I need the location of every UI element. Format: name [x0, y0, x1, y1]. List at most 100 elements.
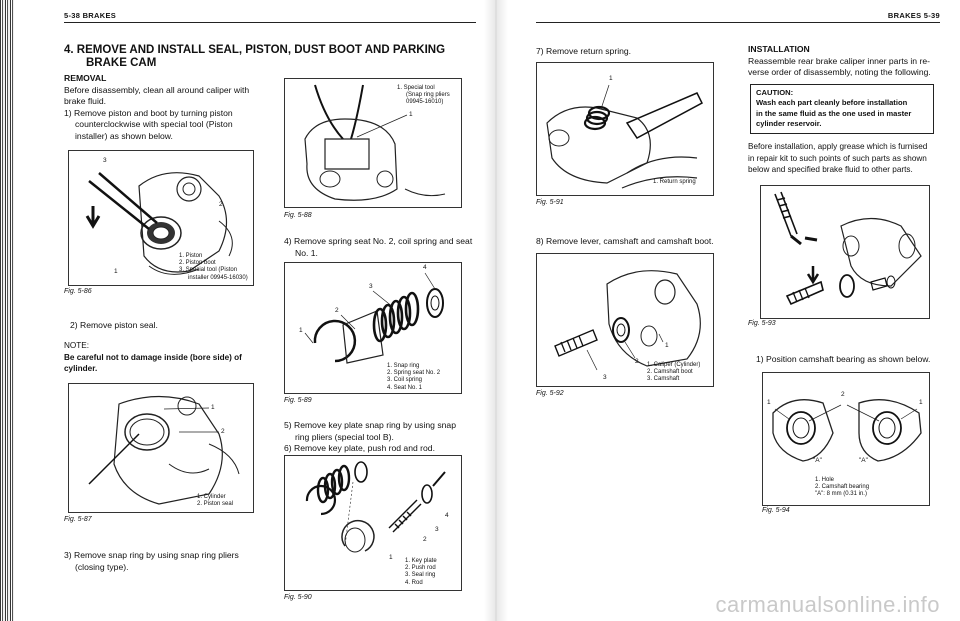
legend-item: 3. Seal ring: [405, 572, 436, 579]
note-line: Be careful not to damage inside (bore si…: [64, 352, 242, 362]
caution-line: Wash each part cleanly before installati…: [756, 98, 908, 108]
legend-item: 2. Piston seal: [197, 501, 234, 508]
figure-5-92: 1 2 3 1. Caliper (Cylinder) 2. Camshaft …: [536, 253, 714, 387]
figure-5-91-callout: 1: [609, 75, 613, 82]
figure-5-93-illustration: [774, 191, 922, 306]
figure-5-92-callout: 1: [665, 342, 669, 349]
right-page-header: BRAKES 5-39: [887, 11, 940, 20]
legend-item: 2. Camshaft boot: [647, 369, 693, 376]
step-2-text: 2) Remove piston seal.: [70, 320, 158, 330]
install-line: in repair kit to such points of such par…: [748, 153, 927, 163]
figure-5-88-illustration: [304, 84, 446, 201]
figure-5-89-legend: 1. Snap ring 2. Spring seat No. 2 3. Coi…: [387, 363, 440, 392]
figure-5-90-callout: 4: [445, 512, 449, 519]
figure-5-92-caption: Fig. 5-92: [536, 390, 564, 397]
figure-5-92-callout: 3: [603, 374, 607, 381]
figure-5-91-caption: Fig. 5-91: [536, 199, 564, 206]
figure-5-86: 3 2 1 1. Piston 2. Piston boot 3. Specia…: [68, 150, 254, 286]
removal-line: 1) Remove piston and boot by turning pis…: [64, 107, 233, 118]
legend-item: 1. Snap ring: [387, 363, 420, 369]
figure-5-91-illustration: [546, 84, 703, 189]
note-block: NOTE: Be careful not to damage inside (b…: [64, 340, 264, 375]
figure-5-94-legend: 1. Hole 2. Camshaft bearing "A": 8 mm (0…: [815, 477, 869, 499]
step-4-line: 4) Remove spring seat No. 2, coil spring…: [284, 236, 473, 246]
figure-5-90-callout: 2: [423, 536, 427, 543]
installation-block: INSTALLATION Reassemble rear brake calip…: [748, 44, 943, 79]
left-page-header: 5-38 BRAKES: [64, 11, 117, 20]
figure-5-88-legend: 1. Special tool (Snap ring pliers 09945-…: [397, 85, 450, 107]
figure-5-86-illustration: [85, 172, 233, 275]
figure-5-89: 4 3 2 1 1. Snap ring 2. Spring seat No. …: [284, 262, 462, 394]
section-title-line1: 4. REMOVE AND INSTALL SEAL, PISTON, DUST…: [64, 44, 446, 56]
legend-item: 3. Coil spring: [387, 377, 423, 384]
legend-item: 09945-16010): [406, 99, 444, 106]
figure-5-92-callout: 2: [635, 358, 639, 365]
figure-5-94-callout: "A": [813, 457, 822, 464]
legend-item: 2. Spring seat No. 2: [387, 370, 441, 377]
figure-5-94-callout: 1: [919, 399, 923, 406]
install-line: Before installation, apply grease which …: [748, 142, 928, 151]
figure-5-87-legend: 1. Cylinder 2. Piston seal: [197, 494, 233, 508]
note-line: cylinder.: [64, 364, 98, 374]
step-7-text: 7) Remove return spring.: [536, 46, 632, 56]
removal-line: Before disassembly, clean all around cal…: [64, 84, 250, 95]
step-5-line: 5) Remove key plate snap ring by using s…: [284, 420, 456, 430]
figure-5-94-illustration: [772, 399, 922, 462]
figure-5-90-caption: Fig. 5-90: [284, 594, 312, 601]
figure-5-93-caption: Fig. 5-93: [748, 320, 776, 327]
figure-5-92-legend: 1. Caliper (Cylinder) 2. Camshaft boot 3…: [647, 362, 700, 384]
figure-5-86-legend: 1. Piston 2. Piston boot 3. Special tool…: [179, 253, 248, 282]
figure-5-88-callout: 1: [409, 111, 413, 118]
figure-5-90-callout: 3: [435, 526, 439, 533]
step-5-6-block: 5) Remove key plate snap ring by using s…: [284, 420, 479, 455]
legend-item: (Snap ring pliers: [406, 92, 450, 99]
legend-item: 2. Camshaft bearing: [815, 484, 870, 491]
figure-5-94-callout: 2: [841, 391, 845, 398]
figure-5-86-callout: 3: [103, 157, 107, 164]
step-4-block: 4) Remove spring seat No. 2, coil spring…: [284, 236, 479, 259]
installation-line: Reassemble rear brake caliper inner part…: [748, 55, 930, 66]
step-3-line: (closing type).: [75, 561, 129, 572]
page-gutter: [484, 0, 508, 621]
legend-item: 1. Return spring: [653, 179, 696, 185]
removal-block: REMOVAL Before disassembly, clean all ar…: [64, 73, 264, 143]
watermark-text: carmanualsonline.info: [715, 592, 940, 617]
figure-5-89-callout: 3: [369, 283, 373, 290]
legend-item: 1. Hole: [815, 477, 835, 483]
legend-item: 1. Piston: [179, 253, 203, 259]
legend-item: 4. Seat No. 1: [387, 384, 423, 391]
figure-5-89-callout: 1: [299, 327, 303, 334]
caution-line: in the same fluid as the one used in mas…: [756, 108, 912, 118]
figure-5-89-callout: 2: [335, 307, 339, 314]
figure-5-87-callout: 1: [211, 404, 215, 411]
figure-5-87: 1 2 1. Cylinder 2. Piston seal: [68, 383, 254, 513]
legend-item: 2. Piston boot: [179, 260, 216, 267]
legend-item: 1. Caliper (Cylinder): [647, 362, 701, 368]
caution-line: cylinder reservoir.: [756, 119, 822, 129]
removal-line: installer) as shown below.: [75, 130, 173, 141]
figure-5-91: 1 1. Return spring: [536, 62, 714, 196]
figure-5-90-legend: 1. Key plate 2. Push rod 3. Seal ring 4.…: [405, 558, 437, 587]
caution-heading: CAUTION:: [756, 88, 794, 97]
removal-line: counterclockwise with special tool (Pist…: [75, 119, 233, 130]
installation-line: verse order of disassembly, noting the f…: [748, 67, 931, 78]
step-4-line: No. 1.: [295, 247, 318, 258]
legend-item: 2. Push rod: [405, 565, 436, 572]
section-title-line2: BRAKE CAM: [86, 57, 157, 69]
figure-5-86-caption: Fig. 5-86: [64, 288, 92, 295]
figure-5-94-caption: Fig. 5-94: [762, 507, 790, 514]
install-line: below and specified brake fluid to other…: [748, 165, 913, 175]
step-6-line: 6) Remove key plate, push rod and rod.: [284, 443, 435, 454]
left-header-rule: [64, 22, 476, 23]
legend-item: 3. Special tool (Piston: [179, 267, 238, 274]
step-3-block: 3) Remove snap ring by using snap ring p…: [64, 550, 264, 573]
legend-item: "A": 8 mm (0.31 in.): [815, 491, 867, 498]
figure-5-87-illustration: [88, 395, 240, 505]
figure-5-89-callout: 4: [423, 264, 427, 271]
figure-5-88-caption: Fig. 5-88: [284, 212, 312, 219]
figure-5-88: 1 1. Special tool (Snap ring pliers 0994…: [284, 78, 462, 208]
figure-5-90: 4 3 2 1 1. Key plate 2. Push rod 3. Seal…: [284, 455, 462, 591]
note-heading: NOTE:: [64, 341, 90, 350]
figure-5-94-callout: "A": [859, 457, 868, 464]
caution-box: CAUTION: Wash each part cleanly before i…: [750, 84, 934, 134]
